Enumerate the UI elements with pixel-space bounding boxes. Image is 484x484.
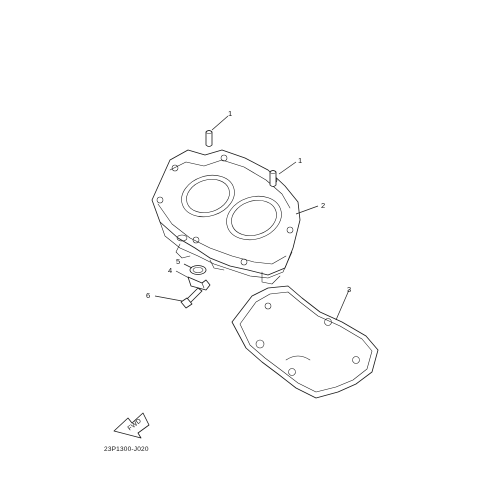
callout-number: 2 [321, 201, 325, 210]
callout-labels: 1 1 2 3 4 5 6 [146, 109, 351, 300]
cylinder-block [151, 149, 301, 285]
bolt [180, 287, 203, 309]
callout-number: 1 [228, 109, 232, 118]
callout-number: 6 [146, 291, 150, 300]
cylinder-gasket [231, 285, 379, 399]
callout-number: 4 [168, 266, 172, 275]
diagram-code: 23P1300-J020 [104, 446, 149, 453]
pipe-fitting [187, 276, 211, 291]
dowel-pin [205, 130, 213, 147]
callout-number: 5 [176, 257, 180, 266]
forward-arrow-icon: FWD [113, 412, 150, 439]
o-ring [189, 265, 207, 275]
dowel-pin [269, 170, 277, 187]
callout-number: 1 [298, 156, 302, 165]
callout-number: 3 [347, 285, 351, 294]
leader-lines [154, 115, 350, 321]
